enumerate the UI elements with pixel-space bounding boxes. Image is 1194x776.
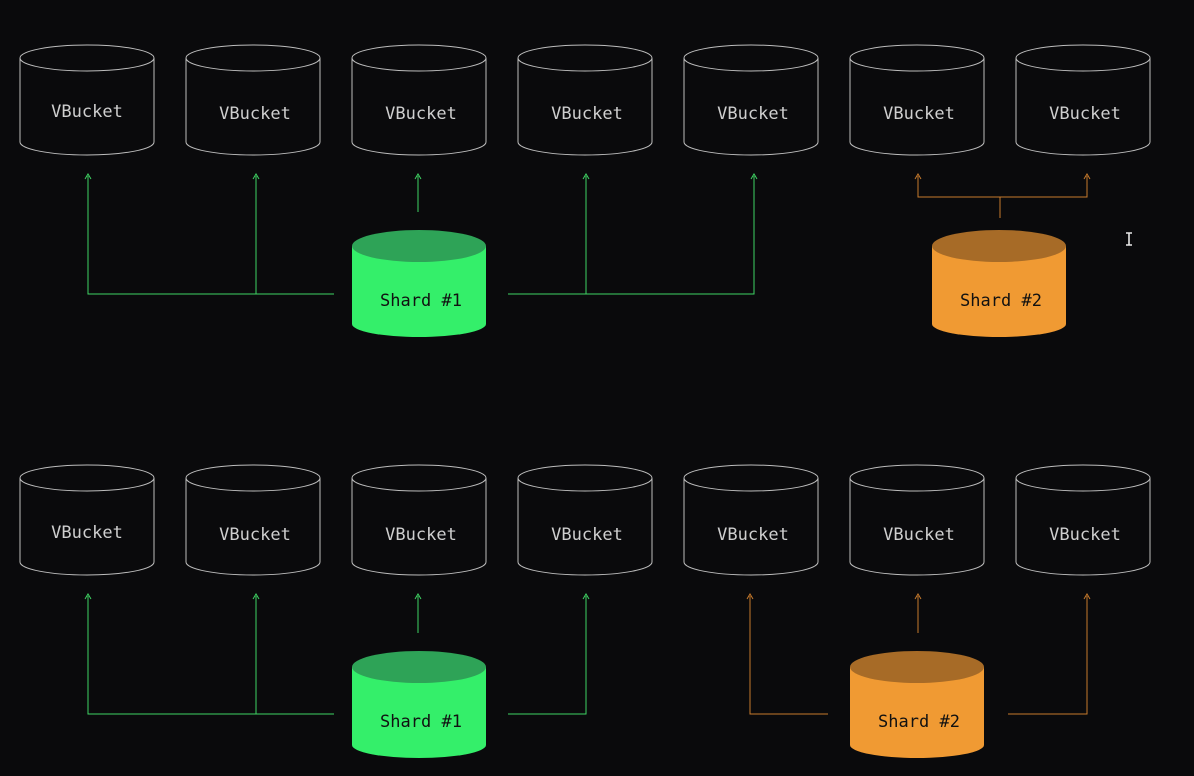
- vbucket-bottom-6: VBucket: [849, 464, 985, 576]
- vbucket-bottom-2: VBucket: [185, 464, 321, 576]
- vbucket-label: VBucket: [1049, 525, 1121, 545]
- shard2-bottom: Shard #2: [850, 651, 984, 758]
- vbucket-label: VBucket: [219, 104, 291, 124]
- text-cursor-icon: [1126, 232, 1132, 246]
- vbucket-label: VBucket: [883, 104, 955, 124]
- shard1-label: Shard #1: [380, 291, 462, 311]
- shard1-bottom: Shard #1: [352, 651, 486, 758]
- vbucket-label: VBucket: [883, 525, 955, 545]
- vbucket-bottom-5: VBucket: [683, 464, 819, 576]
- vbucket-label: VBucket: [51, 102, 123, 122]
- shard1-label: Shard #1: [380, 712, 462, 732]
- vbucket-label: VBucket: [717, 104, 789, 124]
- vbucket-bottom-1: VBucket: [19, 464, 155, 576]
- shard2-connectors-bottom: [746, 593, 1091, 715]
- vbucket-top-4: VBucket: [517, 44, 653, 156]
- shard2-connectors-top: [914, 173, 1091, 218]
- shard1-connectors-bottom: [84, 593, 590, 715]
- shard1-top: Shard #1: [352, 230, 486, 337]
- shard2-label: Shard #2: [960, 291, 1042, 311]
- diagram-top: VBucket VBucket VBucket VBucket VBucket …: [19, 44, 1151, 337]
- shard1-connectors-top: [84, 173, 758, 295]
- vbucket-top-1: VBucket: [19, 44, 155, 156]
- vbucket-bottom-3: VBucket: [351, 464, 487, 576]
- vbucket-top-2: VBucket: [185, 44, 321, 156]
- shard2-label: Shard #2: [878, 712, 960, 732]
- vbucket-top-7: VBucket: [1015, 44, 1151, 156]
- vbucket-label: VBucket: [219, 525, 291, 545]
- vbucket-label: VBucket: [51, 523, 123, 543]
- vbucket-label: VBucket: [551, 525, 623, 545]
- vbucket-bottom-7: VBucket: [1015, 464, 1151, 576]
- vbucket-label: VBucket: [1049, 104, 1121, 124]
- vbucket-label: VBucket: [385, 104, 457, 124]
- vbucket-label: VBucket: [385, 525, 457, 545]
- vbucket-top-3: VBucket: [351, 44, 487, 156]
- vbucket-label: VBucket: [551, 104, 623, 124]
- diagram-bottom: VBucket VBucket VBucket VBucket VBucket …: [19, 464, 1151, 758]
- vbucket-bottom-4: VBucket: [517, 464, 653, 576]
- vbucket-label: VBucket: [717, 525, 789, 545]
- vbucket-top-6: VBucket: [849, 44, 985, 156]
- vbucket-top-5: VBucket: [683, 44, 819, 156]
- shard2-top: Shard #2: [932, 230, 1066, 337]
